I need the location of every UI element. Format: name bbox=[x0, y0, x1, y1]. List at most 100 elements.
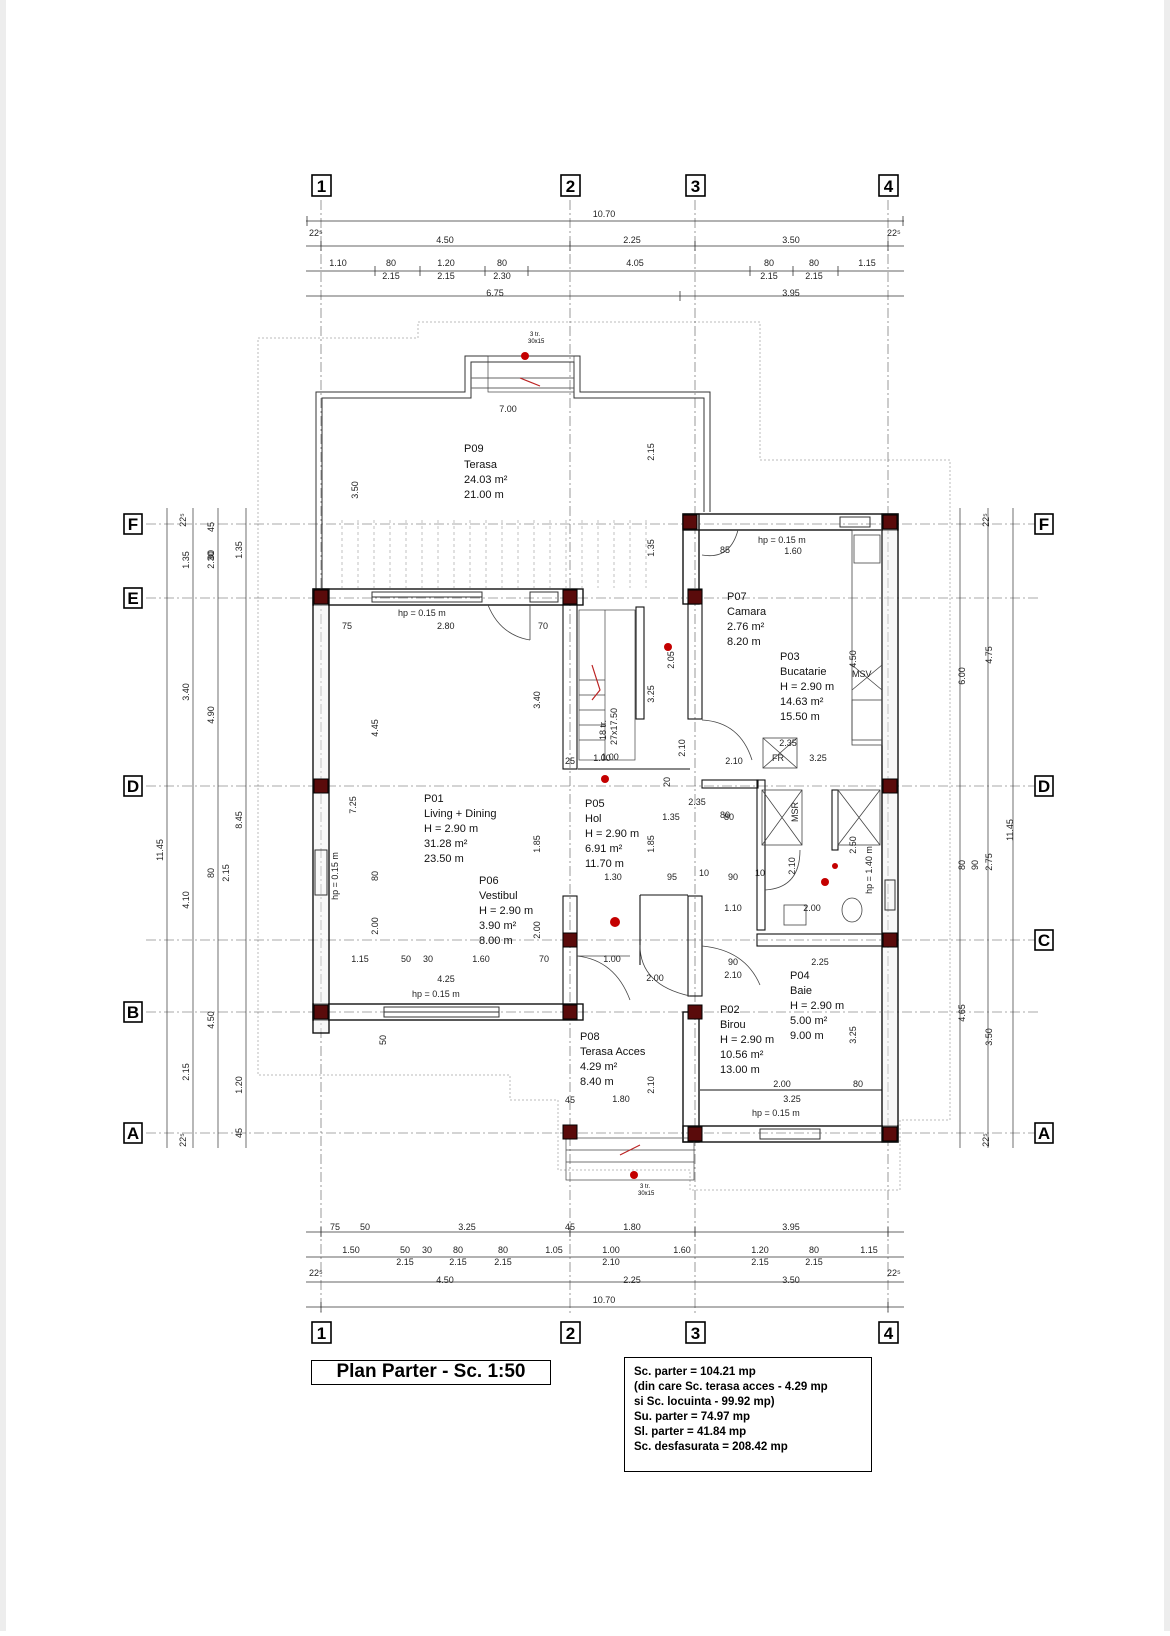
svg-text:A: A bbox=[127, 1124, 139, 1143]
svg-text:2.75: 2.75 bbox=[984, 853, 994, 871]
svg-text:2.30: 2.30 bbox=[206, 551, 216, 569]
svg-text:3.25: 3.25 bbox=[848, 1026, 858, 1044]
sheet-left-edge bbox=[0, 0, 6, 1631]
room-p02-id: P02 bbox=[720, 1004, 740, 1016]
svg-text:hp = 0.15 m: hp = 0.15 m bbox=[412, 989, 460, 999]
terrace-deck-lines bbox=[341, 520, 647, 588]
svg-text:2.00: 2.00 bbox=[646, 973, 664, 983]
svg-text:2.10: 2.10 bbox=[787, 857, 797, 875]
kitchen-counter bbox=[851, 529, 883, 746]
svg-text:75: 75 bbox=[330, 1222, 340, 1232]
room-p04-name: Baie bbox=[790, 985, 812, 997]
svg-text:4.05: 4.05 bbox=[626, 258, 644, 268]
svg-text:25: 25 bbox=[565, 756, 575, 766]
svg-text:1.20: 1.20 bbox=[234, 1076, 244, 1094]
svg-text:10: 10 bbox=[699, 868, 709, 878]
summary-line: Sc. desfasurata = 208.42 mp bbox=[634, 1441, 788, 1453]
svg-text:1.35: 1.35 bbox=[234, 541, 244, 559]
room-p01-name: Living + Dining bbox=[424, 808, 496, 820]
axis-label-4: 4 bbox=[884, 177, 894, 196]
svg-text:1.30: 1.30 bbox=[604, 872, 622, 882]
svg-text:50: 50 bbox=[378, 1035, 388, 1045]
markers bbox=[521, 352, 838, 1179]
room-p05-name: Hol bbox=[585, 813, 602, 825]
room-p09-name: Terasa bbox=[464, 459, 498, 471]
windows bbox=[314, 516, 896, 1140]
svg-text:45: 45 bbox=[565, 1222, 575, 1232]
room-p08-name: Terasa Acces bbox=[580, 1046, 646, 1058]
svg-text:20: 20 bbox=[662, 777, 672, 787]
svg-text:90: 90 bbox=[970, 860, 980, 870]
svg-text:80: 80 bbox=[498, 1245, 508, 1255]
svg-text:1.15: 1.15 bbox=[351, 954, 369, 964]
svg-text:1.80: 1.80 bbox=[623, 1222, 641, 1232]
room-p07-name: Camara bbox=[727, 606, 767, 618]
axis-marker-D: D bbox=[123, 775, 143, 797]
summary-line: (din care Sc. terasa acces - 4.29 mp bbox=[634, 1381, 828, 1393]
svg-text:30: 30 bbox=[423, 954, 433, 964]
svg-text:hp = 1.40 m: hp = 1.40 m bbox=[864, 846, 874, 894]
svg-text:6.75: 6.75 bbox=[486, 288, 504, 298]
main-stairs bbox=[578, 609, 636, 761]
axis-marker-A-right: A bbox=[1034, 1122, 1054, 1144]
svg-text:hp = 0.15 m: hp = 0.15 m bbox=[752, 1108, 800, 1118]
svg-text:22⁵: 22⁵ bbox=[178, 1133, 188, 1147]
room-p09-area: 24.03 m² bbox=[464, 474, 508, 486]
room-p01-id: P01 bbox=[424, 793, 444, 805]
svg-text:80: 80 bbox=[853, 1079, 863, 1089]
svg-text:2.15: 2.15 bbox=[751, 1257, 769, 1267]
room-p05-perimeter: 11.70 m bbox=[585, 858, 624, 870]
svg-text:D: D bbox=[1038, 777, 1050, 796]
interior-walls bbox=[562, 588, 888, 1091]
svg-text:45: 45 bbox=[234, 1128, 244, 1138]
msv-label: MSV bbox=[852, 669, 872, 679]
svg-text:22⁵: 22⁵ bbox=[309, 1268, 323, 1278]
stairs-count-label: 18 tr. bbox=[598, 720, 608, 740]
room-labels: P09 Terasa 24.03 m² 21.00 m P07 Camara 2… bbox=[424, 443, 844, 1088]
svg-text:6.00: 6.00 bbox=[957, 667, 967, 685]
svg-text:C: C bbox=[1038, 931, 1050, 950]
svg-text:22⁵: 22⁵ bbox=[887, 228, 901, 238]
room-p06-id: P06 bbox=[479, 875, 499, 887]
svg-text:4.90: 4.90 bbox=[206, 706, 216, 724]
room-p06-perimeter: 8.00 m bbox=[479, 935, 513, 947]
svg-text:1.85: 1.85 bbox=[646, 835, 656, 853]
svg-text:2.00: 2.00 bbox=[773, 1079, 791, 1089]
svg-text:1.10: 1.10 bbox=[724, 903, 742, 913]
svg-text:3.25: 3.25 bbox=[783, 1094, 801, 1104]
svg-text:3.40: 3.40 bbox=[532, 691, 542, 709]
svg-text:80: 80 bbox=[957, 860, 967, 870]
svg-text:3.25: 3.25 bbox=[646, 685, 656, 703]
axis-marker-4-bottom: 4 bbox=[878, 1321, 899, 1344]
svg-text:80: 80 bbox=[206, 868, 216, 878]
svg-text:4: 4 bbox=[884, 1324, 894, 1343]
dim-right-overall: 11.45 bbox=[1005, 819, 1015, 841]
svg-text:80: 80 bbox=[206, 550, 216, 560]
terrace-steps bbox=[565, 1137, 695, 1181]
room-p08-perimeter: 8.40 m bbox=[580, 1076, 614, 1088]
room-p05-height: H = 2.90 m bbox=[585, 828, 639, 840]
msr-label: MSR bbox=[790, 802, 800, 823]
fixture-labels: FR MSV MSR 18 tr. 27x17.50 3 tr. 30x15 3… bbox=[528, 332, 872, 1197]
dimension-lines bbox=[166, 220, 1014, 1308]
axis-lines bbox=[146, 200, 1040, 1315]
svg-text:hp = 0.15 m: hp = 0.15 m bbox=[758, 535, 806, 545]
svg-text:22⁵: 22⁵ bbox=[887, 1268, 901, 1278]
svg-text:95: 95 bbox=[667, 872, 677, 882]
room-p01-height: H = 2.90 m bbox=[424, 823, 478, 835]
room-p03-id: P03 bbox=[780, 651, 800, 663]
svg-text:80: 80 bbox=[809, 1245, 819, 1255]
axis-marker-D-right: D bbox=[1034, 775, 1054, 797]
svg-text:3.50: 3.50 bbox=[782, 235, 800, 245]
room-p07-perimeter: 8.20 m bbox=[727, 636, 761, 648]
svg-text:2.15: 2.15 bbox=[382, 271, 400, 281]
svg-text:F: F bbox=[128, 515, 138, 534]
svg-text:1.50: 1.50 bbox=[342, 1245, 360, 1255]
svg-text:45: 45 bbox=[565, 1095, 575, 1105]
svg-text:85: 85 bbox=[720, 545, 730, 555]
svg-text:50: 50 bbox=[401, 954, 411, 964]
svg-text:E: E bbox=[127, 589, 138, 608]
room-p03-area: 14.63 m² bbox=[780, 696, 824, 708]
